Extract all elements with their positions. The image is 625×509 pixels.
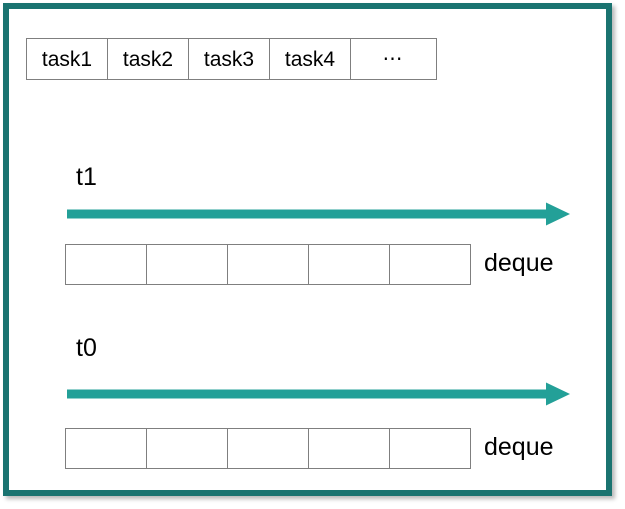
timeline-arrow-t1 [67,202,571,226]
slide-frame: task1 task2 task3 task4 ⋯ t1 deque t0 de… [3,3,612,496]
deque-row-t1 [65,244,471,285]
deque-cell [227,428,309,469]
deque-cell [308,244,390,285]
deque-cell [146,428,228,469]
task-queue-row: task1 task2 task3 task4 ⋯ [26,38,437,80]
deque-caption-t0: deque [484,433,554,461]
deque-caption-t1: deque [484,249,554,277]
task-cell: task1 [26,38,108,80]
task-cell: task2 [107,38,189,80]
task-cell-ellipsis: ⋯ [350,38,437,80]
task-cell: task3 [188,38,270,80]
deque-cell [389,428,471,469]
deque-cell [308,428,390,469]
timeline-arrow-t0 [67,382,571,406]
deque-cell [146,244,228,285]
thread-label-t1: t1 [76,163,97,191]
deque-cell [227,244,309,285]
task-cell: task4 [269,38,351,80]
deque-row-t0 [65,428,471,469]
deque-cell [389,244,471,285]
deque-cell [65,244,147,285]
deque-cell [65,428,147,469]
thread-label-t0: t0 [76,334,97,362]
